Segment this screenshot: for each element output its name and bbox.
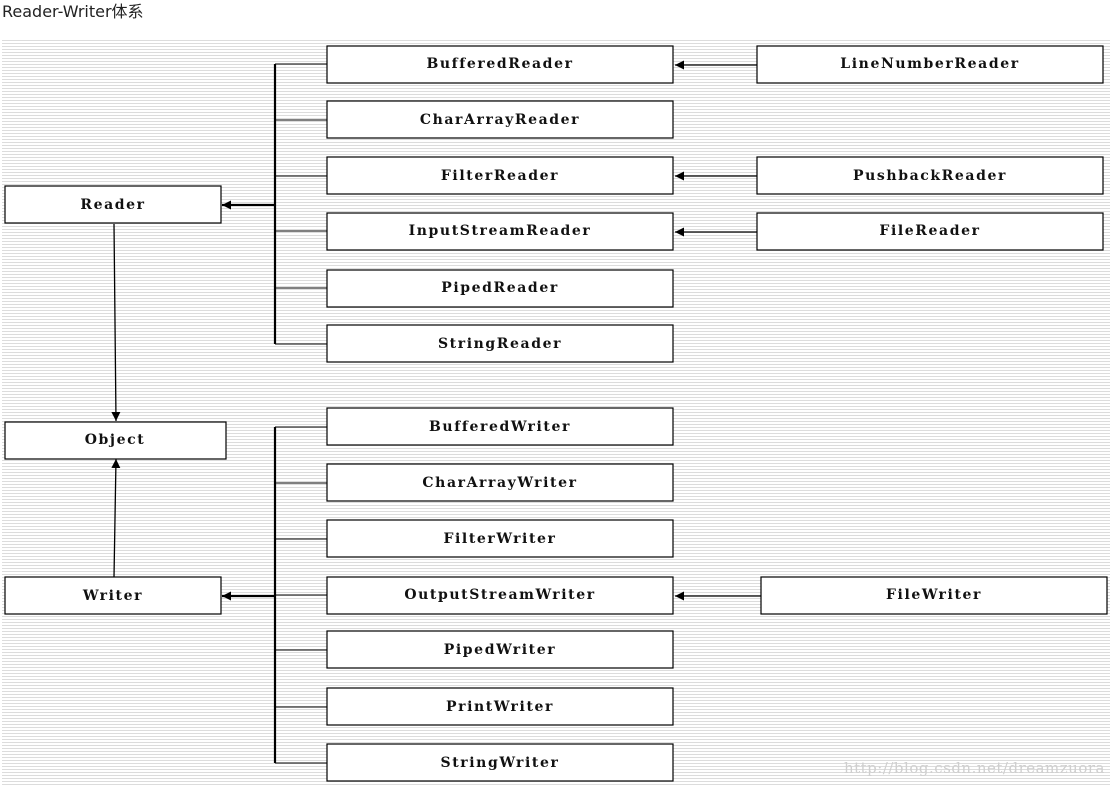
node-filter-reader: FilterReader: [326, 156, 674, 195]
arrow-reader-to-object: [111, 223, 121, 422]
node-label: FilterWriter: [443, 531, 556, 547]
node-string-writer: StringWriter: [326, 743, 674, 782]
node-output-stream-writer: OutputStreamWriter: [326, 576, 674, 615]
class-hierarchy-diagram: Reader Object Writer BufferedReader Char…: [4, 45, 1108, 782]
node-label: LineNumberReader: [840, 56, 1019, 72]
node-file-writer: FileWriter: [760, 576, 1108, 615]
node-file-reader: FileReader: [756, 212, 1104, 251]
node-piped-writer: PipedWriter: [326, 630, 674, 669]
node-label: Reader: [80, 197, 145, 213]
node-reader: Reader: [4, 185, 222, 224]
node-buffered-reader: BufferedReader: [326, 45, 674, 84]
node-label: FileWriter: [886, 587, 982, 603]
node-label: PushbackReader: [853, 168, 1007, 184]
node-label: FilterReader: [441, 168, 559, 184]
node-label: OutputStreamWriter: [404, 587, 595, 603]
node-piped-reader: PipedReader: [326, 269, 674, 308]
arrow-writer-to-object: [111, 458, 121, 578]
node-label: StringWriter: [441, 755, 560, 771]
node-label: CharArrayReader: [420, 112, 580, 128]
node-label: BufferedWriter: [429, 419, 571, 435]
node-label: PipedReader: [441, 280, 559, 296]
node-label: Writer: [82, 588, 143, 604]
node-label: FileReader: [879, 223, 980, 239]
node-string-reader: StringReader: [326, 324, 674, 363]
node-label: Object: [85, 432, 146, 448]
reader-connectors: [222, 63, 327, 345]
node-input-stream-reader: InputStreamReader: [326, 212, 674, 251]
node-buffered-writer: BufferedWriter: [326, 407, 674, 446]
node-label: StringReader: [438, 336, 562, 352]
node-label: BufferedReader: [426, 56, 573, 72]
node-print-writer: PrintWriter: [326, 687, 674, 726]
node-label: PipedWriter: [444, 642, 556, 658]
watermark: http://blog.csdn.net/dreamzuora: [843, 759, 1105, 777]
node-label: CharArrayWriter: [422, 475, 577, 491]
writer-connectors: [222, 426, 327, 764]
node-label: PrintWriter: [446, 699, 554, 715]
page-title: Reader-Writer体系: [2, 2, 144, 21]
node-char-array-reader: CharArrayReader: [326, 100, 674, 139]
node-label: InputStreamReader: [409, 223, 592, 239]
node-filter-writer: FilterWriter: [326, 519, 674, 558]
diagram-canvas: Reader Object Writer BufferedReader Char…: [2, 40, 1110, 786]
node-pushback-reader: PushbackReader: [756, 156, 1104, 195]
node-object: Object: [4, 421, 227, 460]
node-line-number-reader: LineNumberReader: [756, 45, 1104, 84]
node-char-array-writer: CharArrayWriter: [326, 463, 674, 502]
node-writer: Writer: [4, 576, 222, 615]
